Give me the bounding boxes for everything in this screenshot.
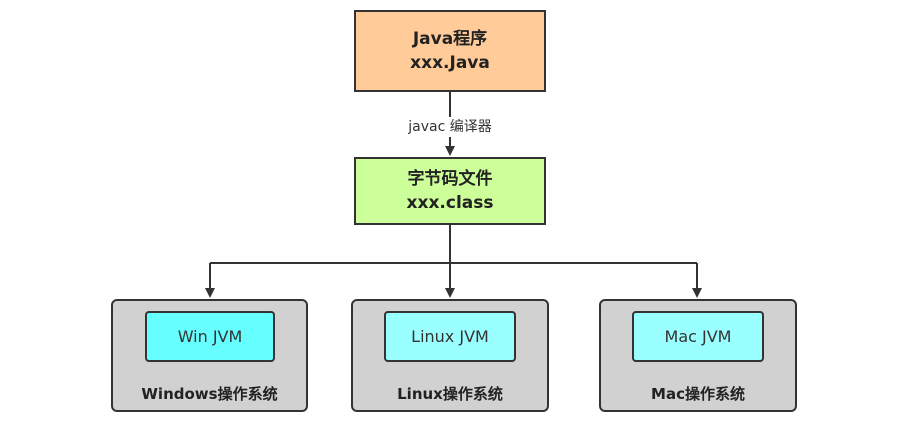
bytecode-file: xxx.class [406, 193, 494, 213]
linux-jvm-box: Linux JVM [384, 311, 516, 362]
win-jvm-box: Win JVM [145, 311, 275, 362]
windows-os-label: Windows操作系统 [141, 385, 278, 403]
java-program-file: xxx.Java [410, 53, 490, 73]
mac-os-label: Mac操作系统 [651, 385, 745, 403]
windows-os-box: Windows操作系统 [111, 299, 308, 412]
bytecode-node: 字节码文件 xxx.class [354, 157, 546, 225]
linux-os-label: Linux操作系统 [397, 385, 503, 403]
java-program-title: Java程序 [412, 29, 488, 49]
java-program-node: Java程序 xxx.Java [354, 10, 546, 92]
bytecode-title: 字节码文件 [407, 169, 493, 189]
compiler-label: javac 编译器 [385, 117, 515, 137]
mac-jvm-box: Mac JVM [632, 311, 764, 362]
